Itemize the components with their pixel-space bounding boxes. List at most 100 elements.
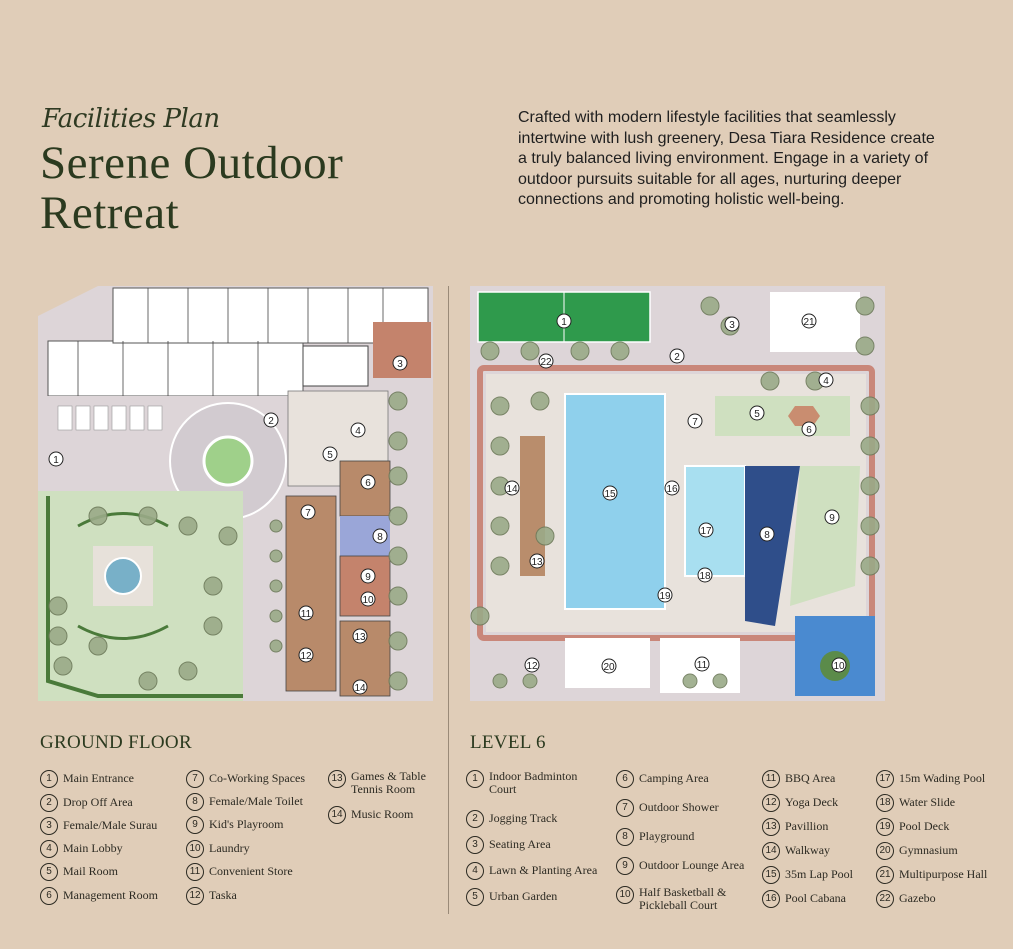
legend-label: Yoga Deck bbox=[785, 795, 839, 809]
legend-number: 1 bbox=[466, 770, 484, 788]
legend-number: 6 bbox=[616, 770, 634, 788]
svg-text:2: 2 bbox=[674, 352, 680, 363]
legend-label: Games & Table Tennis Room bbox=[351, 769, 426, 796]
legend-number: 11 bbox=[762, 770, 780, 788]
legend-label: Main Lobby bbox=[63, 841, 123, 855]
legend-number: 2 bbox=[40, 794, 58, 812]
svg-text:15: 15 bbox=[604, 489, 616, 500]
legend-label: Co-Working Spaces bbox=[209, 771, 306, 785]
legend-item: 4 Main Lobby bbox=[40, 840, 123, 858]
legend-item: 7 Outdoor Shower bbox=[616, 799, 719, 817]
svg-text:14: 14 bbox=[506, 484, 518, 495]
svg-text:6: 6 bbox=[365, 478, 371, 489]
legend-label: Urban Garden bbox=[489, 889, 558, 903]
svg-text:5: 5 bbox=[327, 450, 333, 461]
legend-number: 3 bbox=[466, 836, 484, 854]
legend-label: Multipurpose Hall bbox=[899, 867, 988, 881]
svg-text:13: 13 bbox=[531, 557, 543, 568]
legend-number: 15 bbox=[762, 866, 780, 884]
svg-text:8: 8 bbox=[377, 532, 383, 543]
svg-text:4: 4 bbox=[823, 376, 829, 387]
legend-number: 8 bbox=[616, 828, 634, 846]
legend-number: 5 bbox=[40, 863, 58, 881]
legend-label: Drop Off Area bbox=[63, 795, 133, 809]
svg-text:11: 11 bbox=[697, 660, 708, 671]
legend-number: 18 bbox=[876, 794, 894, 812]
svg-text:20: 20 bbox=[603, 662, 615, 673]
legend-item: 21 Multipurpose Hall bbox=[876, 866, 987, 884]
page-title: Serene Outdoor Retreat bbox=[40, 137, 344, 239]
level6-plan: 1 2 3 4 5 6 7 8 9 10 11 12 13 14 15 16 1… bbox=[470, 286, 885, 701]
legend-label: 15m Wading Pool bbox=[899, 771, 986, 785]
legend-number: 14 bbox=[762, 842, 780, 860]
svg-text:17: 17 bbox=[700, 526, 712, 537]
legend-label: Pool Deck bbox=[899, 819, 950, 833]
legend-number: 17 bbox=[876, 770, 894, 788]
legend-number: 1 bbox=[40, 770, 58, 788]
intro-paragraph: Crafted with modern lifestyle facilities… bbox=[518, 109, 935, 208]
legend-item: 11 Convenient Store bbox=[186, 863, 293, 881]
legend-number: 14 bbox=[328, 806, 346, 824]
svg-text:16: 16 bbox=[666, 484, 678, 495]
svg-text:9: 9 bbox=[829, 513, 835, 524]
legend-item: 14 Music Room bbox=[328, 806, 413, 824]
legend-label: Convenient Store bbox=[209, 864, 293, 878]
svg-text:4: 4 bbox=[355, 426, 361, 437]
legend-label: Pool Cabana bbox=[785, 891, 846, 905]
legend-number: 22 bbox=[876, 890, 894, 908]
legend-number: 9 bbox=[186, 816, 204, 834]
svg-text:22: 22 bbox=[540, 357, 552, 368]
legend-number: 11 bbox=[186, 863, 204, 881]
legend-label: Taska bbox=[209, 888, 237, 902]
legend-number: 13 bbox=[762, 818, 780, 836]
legend-label: Music Room bbox=[351, 807, 414, 821]
legend-label: Female/Male Toilet bbox=[209, 794, 303, 808]
legend-label: Lawn & Planting Area bbox=[489, 863, 598, 877]
legend-number: 10 bbox=[616, 886, 634, 904]
svg-text:12: 12 bbox=[300, 651, 312, 662]
legend-number: 3 bbox=[40, 817, 58, 835]
legend-number: 21 bbox=[876, 866, 894, 884]
legend-number: 12 bbox=[762, 794, 780, 812]
svg-text:3: 3 bbox=[729, 320, 735, 331]
svg-text:7: 7 bbox=[305, 508, 311, 519]
svg-text:7: 7 bbox=[692, 417, 698, 428]
legend-number: 7 bbox=[616, 799, 634, 817]
legend-label: Water Slide bbox=[899, 795, 956, 809]
legend-label: Female/Male Surau bbox=[63, 818, 158, 832]
vertical-divider bbox=[448, 286, 449, 914]
svg-text:12: 12 bbox=[526, 661, 538, 672]
svg-text:10: 10 bbox=[833, 661, 845, 672]
legend-label: Gymnasium bbox=[899, 843, 958, 857]
legend-label: Pavillion bbox=[785, 819, 829, 833]
legend-number: 5 bbox=[466, 888, 484, 906]
legend-item: 2 Drop Off Area bbox=[40, 794, 133, 812]
legend-item: 16 Pool Cabana bbox=[762, 890, 846, 908]
legend-label: Outdoor Lounge Area bbox=[639, 858, 745, 872]
legend-item: 5 Urban Garden bbox=[466, 888, 557, 906]
legend-number: 4 bbox=[40, 840, 58, 858]
svg-text:18: 18 bbox=[699, 571, 711, 582]
legend-item: 18 Water Slide bbox=[876, 794, 955, 812]
legend-label: Outdoor Shower bbox=[639, 800, 719, 814]
legend-number: 16 bbox=[762, 890, 780, 908]
